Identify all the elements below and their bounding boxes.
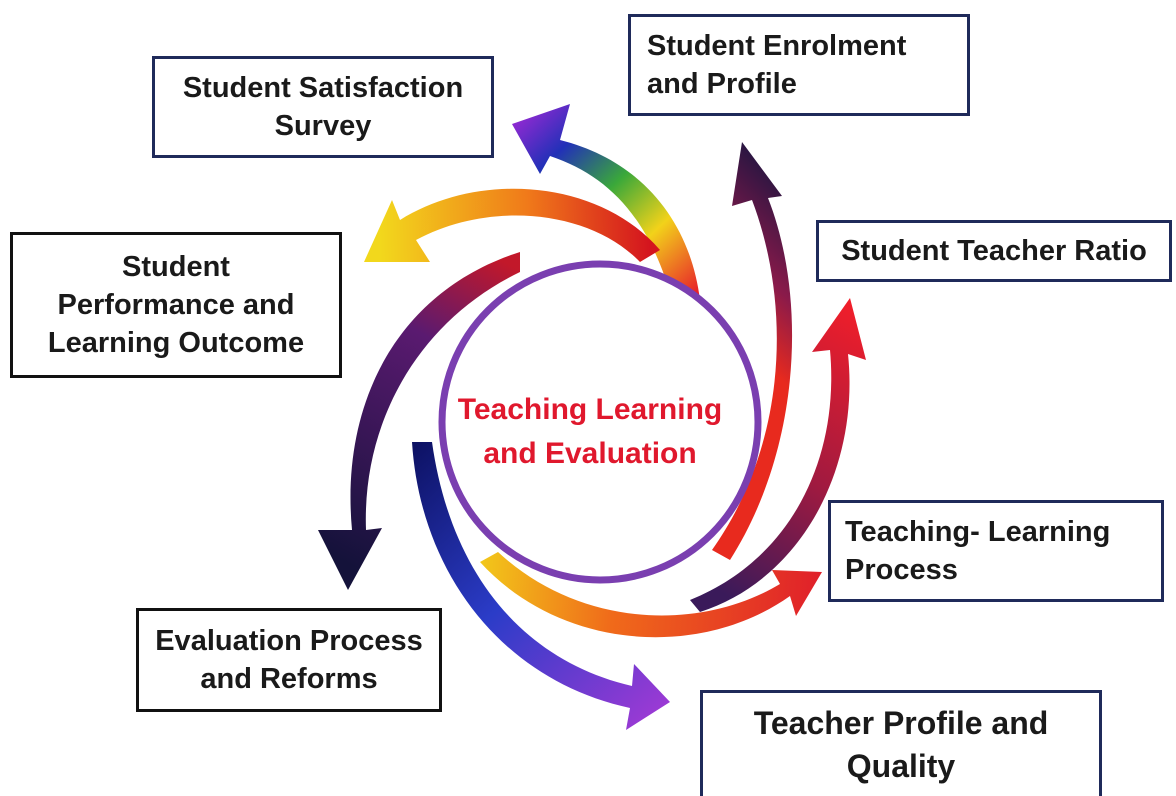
- arrow-yellow-left: [364, 188, 660, 262]
- center-ring: [438, 260, 762, 584]
- node-label: Evaluation Process and Reforms: [155, 624, 423, 695]
- node-label: Student Satisfaction Survey: [182, 71, 464, 142]
- node-label: Student Enrolment and Profile: [647, 29, 907, 100]
- arrow-orange-lowright: [480, 552, 822, 638]
- node-label: Student Teacher Ratio: [841, 234, 1147, 267]
- swirl-arrows: [318, 104, 866, 730]
- arrow-dark-down: [318, 252, 520, 590]
- arrow-blue-bottom: [412, 442, 670, 730]
- node-label: Teaching- Learning Process: [845, 515, 1111, 586]
- node-teaching-learning-process: Teaching- Learning Process: [828, 500, 1164, 602]
- node-teacher-profile-and-quality: Teacher Profile and Quality: [700, 690, 1102, 796]
- arrow-dark-upright: [712, 142, 793, 560]
- node-label: Student Performance and Learning Outcome: [47, 250, 305, 360]
- center-label: Teaching Learning and Evaluation: [457, 393, 723, 470]
- node-student-satisfaction-survey: Student Satisfaction Survey: [152, 56, 494, 158]
- arrow-red-right: [690, 298, 866, 612]
- node-evaluation-process-and-reforms: Evaluation Process and Reforms: [136, 608, 442, 712]
- arrow-rainbow-top: [512, 104, 700, 300]
- node-student-performance-and-learning-outcome: Student Performance and Learning Outcome: [10, 232, 342, 378]
- node-student-teacher-ratio: Student Teacher Ratio: [816, 220, 1172, 282]
- node-student-enrolment-and-profile: Student Enrolment and Profile: [628, 14, 970, 116]
- node-label: Teacher Profile and Quality: [753, 705, 1049, 784]
